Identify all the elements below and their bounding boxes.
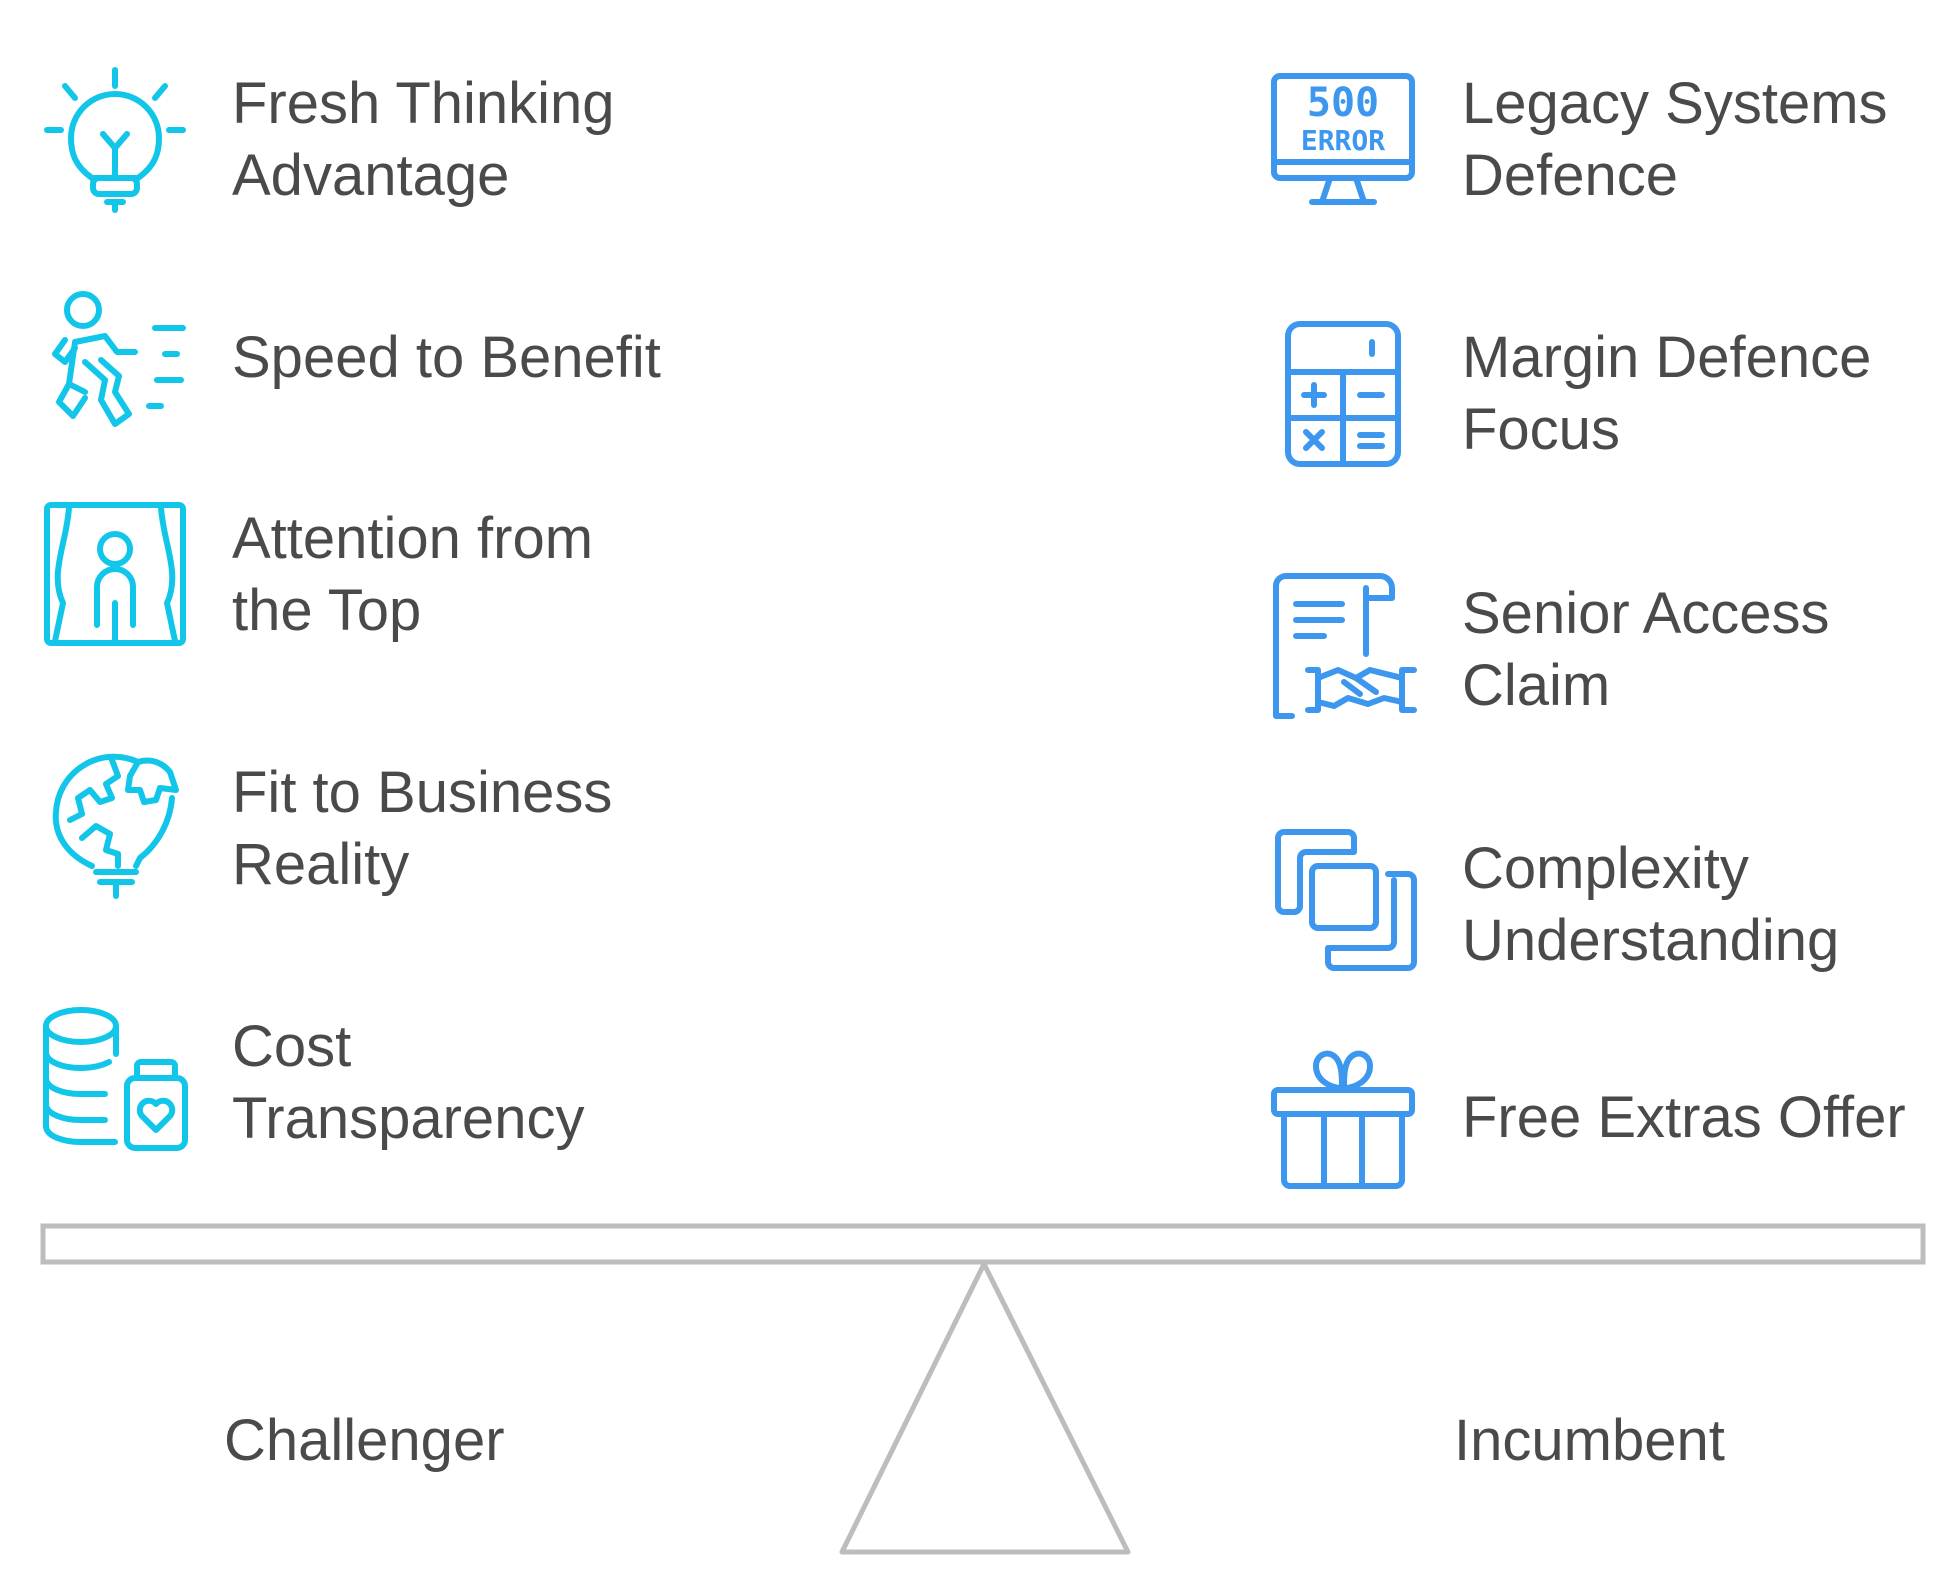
right-item-label: Legacy Systems Defence: [1462, 71, 1888, 208]
running-person-icon: [45, 291, 186, 432]
scale-fulcrum: [839, 1261, 1131, 1555]
challenger-label: Challenger: [224, 1408, 505, 1473]
right-item-label: Senior Access Claim: [1462, 581, 1830, 718]
screen-text-500: 500: [1307, 80, 1379, 126]
calculator-icon: [1285, 321, 1401, 467]
right-item-label: Complexity Understanding: [1462, 836, 1840, 973]
left-item-label: Fit to Business Reality: [232, 760, 613, 897]
monitor-500-error-icon: 500 ERROR: [1271, 73, 1415, 206]
coins-jar-heart-icon: [43, 1006, 188, 1151]
incumbent-label: Incumbent: [1454, 1408, 1725, 1473]
stacked-squares-icon: [1275, 829, 1418, 972]
globe-puzzle-bulb-icon: [52, 753, 180, 899]
left-item-label: Cost Transparency: [232, 1014, 585, 1151]
right-item-label: Free Extras Offer: [1462, 1085, 1906, 1150]
screen-text-error: ERROR: [1301, 124, 1385, 157]
scale-beam: [40, 1223, 1926, 1265]
left-item-label: Speed to Benefit: [232, 325, 661, 390]
lightbulb-icon: [44, 67, 186, 213]
left-item-label: Fresh Thinking Advantage: [232, 71, 615, 208]
gift-box-icon: [1271, 1046, 1415, 1190]
contract-handshake-icon: [1272, 573, 1417, 719]
right-item-label: Margin Defence Focus: [1462, 325, 1872, 462]
person-on-stage-icon: [44, 502, 186, 646]
left-item-label: Attention from the Top: [232, 506, 594, 643]
